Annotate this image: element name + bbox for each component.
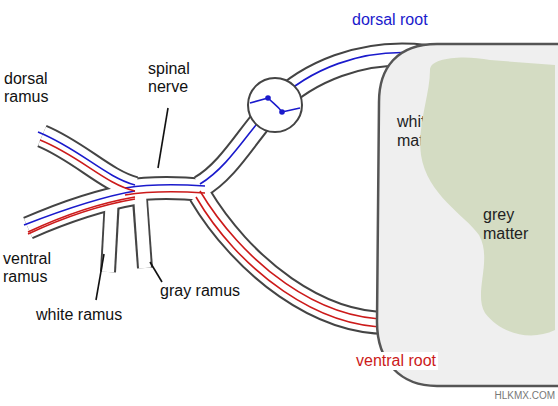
ramus-label: dorsal ramus [4,70,60,107]
nerve-label: spinal nerve [148,60,208,97]
region-label: grey matter [483,205,545,243]
leader-line [96,108,168,300]
grey-matter-shape [420,57,555,335]
root-label: ventral root [354,352,438,370]
grey-matter: grey matter [415,55,550,345]
root-label: dorsal root [352,11,428,29]
spinal-cord: white mattergrey matter [375,40,558,390]
motor-fiber [28,140,405,327]
grey-matter-outline [415,55,550,345]
ramus-label: ventral ramus [3,250,61,287]
watermark: HLKMX.COM [494,390,555,402]
ganglion-cell [265,95,271,101]
spinal-cord-shape [377,44,558,386]
ramus-label: white ramus [36,306,122,324]
ganglion-fiber [250,98,300,112]
ramus-label: gray ramus [160,282,240,300]
dorsal-root-ganglion [248,78,302,132]
ganglion-cell [279,109,285,115]
